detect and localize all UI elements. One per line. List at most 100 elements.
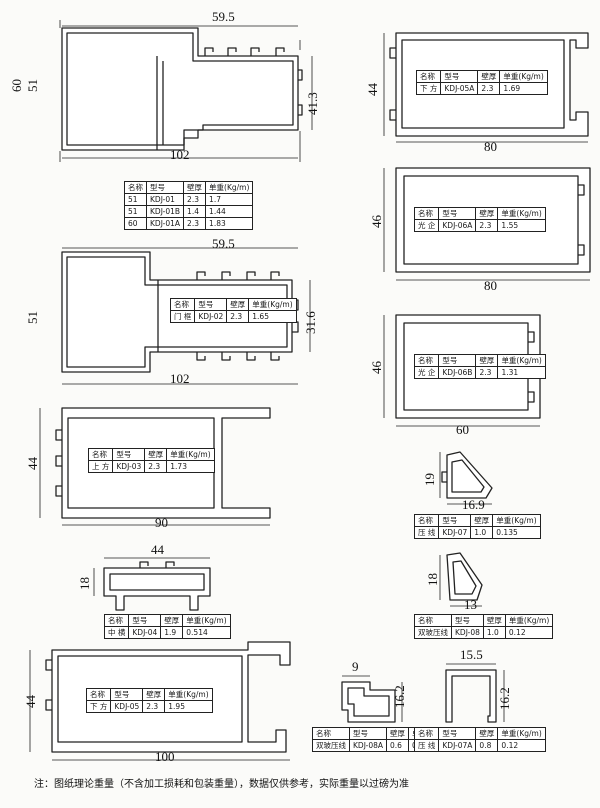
table-cell: KDJ-01 <box>145 193 185 206</box>
table-header-row: 名称型号壁厚单重(Kg/m) <box>85 688 213 701</box>
table-cell: KDJ-03 <box>112 460 146 473</box>
table-cell: KDJ-05 <box>110 700 144 713</box>
table-cell: 下 方 <box>85 700 112 713</box>
table-header-row: 名称型号壁厚单重(Kg/m) <box>87 448 215 461</box>
header-cell: 单重(Kg/m) <box>164 688 213 701</box>
table-cell: 51 <box>124 205 147 218</box>
table-header-row: 名称型号壁厚单重(Kg/m) <box>124 181 254 194</box>
table-cell: 1.44 <box>205 205 254 218</box>
header-cell: 名称 <box>312 727 350 740</box>
kdj07a-height-dim: 16.2 <box>497 687 512 710</box>
header-cell: 型号 <box>440 70 479 83</box>
kdj02-height-dim: 51 <box>25 311 40 324</box>
header-cell: 型号 <box>451 614 484 627</box>
header-cell: 名称 <box>413 354 440 367</box>
table-cell: KDJ-06B <box>438 366 477 379</box>
kdj06a-bottom-dim: 80 <box>484 278 497 293</box>
table-cell: KDJ-08A <box>348 739 388 752</box>
table-cell: KDJ-07 <box>438 526 472 539</box>
profile-kdj-01-drawing <box>59 20 313 162</box>
table-cell: 门 框 <box>169 310 196 323</box>
kdj01-bottom-dim: 102 <box>170 147 190 162</box>
header-cell: 壁厚 <box>160 614 184 627</box>
table-cell: 2.3 <box>226 310 250 323</box>
kdj07a-width-dim: 15.5 <box>460 647 483 662</box>
table-header-row: 名称型号壁厚单重(Kg/m) <box>103 614 231 627</box>
header-cell: 型号 <box>438 354 477 367</box>
header-cell: 名称 <box>124 181 147 194</box>
header-cell: 名称 <box>413 207 440 220</box>
kdj07-height-dim: 19 <box>422 473 437 486</box>
kdj06b-bottom-dim: 60 <box>456 422 469 437</box>
header-cell: 壁厚 <box>226 298 250 311</box>
header-cell: 壁厚 <box>470 514 494 527</box>
table-cell: 0.135 <box>492 526 541 539</box>
table-cell: 2.3 <box>475 219 499 232</box>
table-header-row: 名称型号壁厚单重(Kg/m) <box>413 727 546 740</box>
table-cell: KDJ-01B <box>145 205 185 218</box>
header-cell: 型号 <box>110 688 144 701</box>
header-cell: 单重(Kg/m) <box>182 614 231 627</box>
table-cell: KDJ-06A <box>438 219 477 232</box>
profile-kdj-07a-drawing <box>445 663 505 723</box>
table-cell: 1.69 <box>499 82 548 95</box>
header-cell: 单重(Kg/m) <box>205 181 254 194</box>
table-header-row: 名称型号壁厚单重(Kg/m) <box>413 514 541 527</box>
table-header-row: 名称型号壁厚单重(Kg/m) <box>169 298 297 311</box>
table-cell: 1.95 <box>164 700 213 713</box>
table-cell: 1.0 <box>482 626 506 639</box>
header-cell: 名称 <box>415 70 442 83</box>
table-cell: 2.3 <box>183 217 207 230</box>
table-cell: KDJ-07A <box>438 739 477 752</box>
kdj07-width-dim: 16.9 <box>462 497 485 512</box>
profile-kdj-07-drawing <box>439 451 493 505</box>
kdj05a-bottom-dim: 80 <box>484 139 497 154</box>
header-cell: 名称 <box>85 688 112 701</box>
table-cell: 2.3 <box>144 460 168 473</box>
kdj05-height-dim: 44 <box>23 695 38 708</box>
header-cell: 名称 <box>413 727 440 740</box>
header-cell: 型号 <box>438 207 477 220</box>
header-cell: 型号 <box>438 514 472 527</box>
header-cell: 壁厚 <box>482 614 506 627</box>
kdj02-width-dim: 59.5 <box>212 236 235 251</box>
kdj03-height-dim: 44 <box>25 457 40 470</box>
table-cell: 0.514 <box>182 626 231 639</box>
table-cell: 1.65 <box>248 310 297 323</box>
table-cell: 1.9 <box>160 626 184 639</box>
kdj08a-width-dim: 9 <box>352 659 359 674</box>
header-cell: 型号 <box>438 727 477 740</box>
header-cell: 型号 <box>112 448 146 461</box>
table-cell: 下 方 <box>415 82 442 95</box>
header-cell: 壁厚 <box>477 70 501 83</box>
header-cell: 型号 <box>145 181 185 194</box>
header-cell: 单重(Kg/m) <box>166 448 215 461</box>
kdj01-width-dim: 59.5 <box>212 9 235 24</box>
header-cell: 壁厚 <box>475 727 499 740</box>
header-cell: 名称 <box>413 514 440 527</box>
table-cell: 60 <box>124 217 147 230</box>
kdj08-width-dim: 13 <box>464 597 477 612</box>
table-cell: 压 线 <box>413 526 440 539</box>
table-cell: 1.73 <box>166 460 215 473</box>
table-cell: 1.55 <box>497 219 546 232</box>
header-cell: 单重(Kg/m) <box>248 298 297 311</box>
header-cell: 单重(Kg/m) <box>497 727 546 740</box>
table-cell: 51 <box>124 193 147 206</box>
table-header-row: 名称型号壁厚单重(Kg/m) <box>413 354 546 367</box>
kdj08a-height-dim: 16.2 <box>392 685 407 708</box>
kdj05-bottom-dim: 100 <box>155 749 175 764</box>
header-cell: 壁厚 <box>386 727 410 740</box>
table-cell: 双玻压线 <box>414 626 452 639</box>
kdj02-side-dim: 31.6 <box>303 311 318 334</box>
kdj04-height-dim: 18 <box>77 577 92 590</box>
